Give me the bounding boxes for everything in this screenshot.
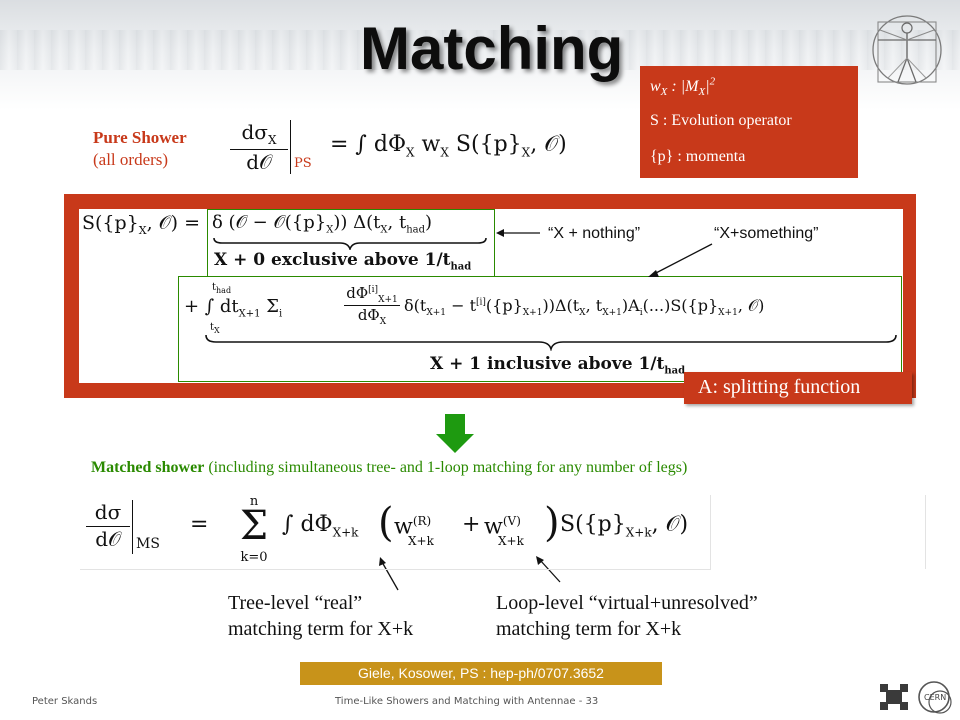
legend-weight: wX : |MX|2: [650, 76, 716, 99]
exclusive-underbrace: [213, 237, 487, 250]
ms-open-paren: (: [378, 500, 394, 546]
ms-lhs-fraction: dσ d𝒪: [86, 500, 130, 551]
ms-subscript: MS: [136, 536, 160, 552]
shower-decomposition-panel: [79, 209, 903, 383]
ms-sum: Σ: [239, 503, 269, 549]
splitting-function-label: A: splitting function: [684, 372, 912, 404]
ms-evolution: S({p}X+k, 𝒪): [560, 512, 689, 540]
ms-sum-upper: n: [249, 494, 259, 509]
phase-space-ratio: dΦ[i]X+1 dΦX: [344, 284, 400, 327]
pure-shower-equation: dσX d𝒪 PS = ∫ dΦX wX S({p}X, 𝒪): [230, 118, 570, 182]
tree-level-note: Tree-level “real” matching term for X+k: [228, 592, 414, 640]
reference-banner: Giele, Kosower, PS : hep-ph/0707.3652: [300, 662, 662, 685]
inclusive-underbrace: [205, 334, 897, 351]
ms-close-paren: ): [544, 500, 560, 546]
loop-level-note: Loop-level “virtual+unresolved” matching…: [496, 592, 758, 640]
ms-plus: +: [462, 512, 481, 537]
integral-lower-limit: tX: [210, 322, 220, 335]
down-arrow-icon: [436, 414, 474, 453]
footer-author: Peter Skands: [32, 696, 98, 707]
header-texture: [0, 30, 960, 70]
inclusive-term-box: [178, 276, 902, 382]
matched-shower-heading: Matched shower (including simultaneous t…: [91, 459, 688, 476]
x-plus-nothing-label: “X + nothing”: [548, 225, 641, 242]
ms-integral: ∫ dΦX+k: [282, 512, 359, 540]
evolution-operator-lhs: S({p}X, 𝒪) =: [82, 212, 201, 237]
inclusive-term-rest: δ(tX+1 − t[i]({p}X+1))Δ(tX, tX+1)Ai(...)…: [404, 296, 765, 319]
inclusive-label: X + 1 inclusive above 1/thad: [430, 354, 686, 377]
slide-title: Matching: [360, 15, 624, 82]
integral-upper-limit: thad: [212, 282, 232, 295]
svg-text:CERN: CERN: [924, 693, 946, 702]
legend-box: wX : |MX|2 S : Evolution operator {p} : …: [640, 66, 858, 178]
legend-evolution: S : Evolution operator: [650, 112, 792, 129]
ms-evaluation-bar: [132, 500, 133, 554]
fermilab-logo: [880, 684, 908, 710]
footer-talk-title: Time-Like Showers and Matching with Ante…: [335, 696, 599, 707]
exclusive-term: δ (𝒪 − 𝒪({p}X)) Δ(tX, thad): [212, 212, 433, 236]
ms-loop-weight-sub: X+k: [498, 534, 524, 548]
cern-logo: CERN: [918, 681, 952, 714]
legend-momenta: {p} : momenta: [650, 148, 746, 165]
vitruvian-man-logo: [872, 15, 942, 85]
x-plus-something-label: “X+something”: [714, 225, 819, 242]
inclusive-term: + ∫ dtX+1 Σi: [184, 296, 283, 320]
pure-shower-label: Pure Shower (all orders): [93, 128, 187, 169]
matched-shower-equation-panel-extension: [710, 495, 926, 569]
ms-tree-weight: w(R): [394, 514, 432, 540]
ms-tree-weight-sub: X+k: [408, 534, 434, 548]
exclusive-label: X + 0 exclusive above 1/thad: [214, 250, 472, 273]
ms-equals: =: [190, 512, 209, 537]
ms-sum-lower: k=0: [240, 550, 268, 565]
matched-shower-equation-panel: [80, 495, 711, 570]
ms-loop-weight: w(V): [484, 514, 521, 540]
